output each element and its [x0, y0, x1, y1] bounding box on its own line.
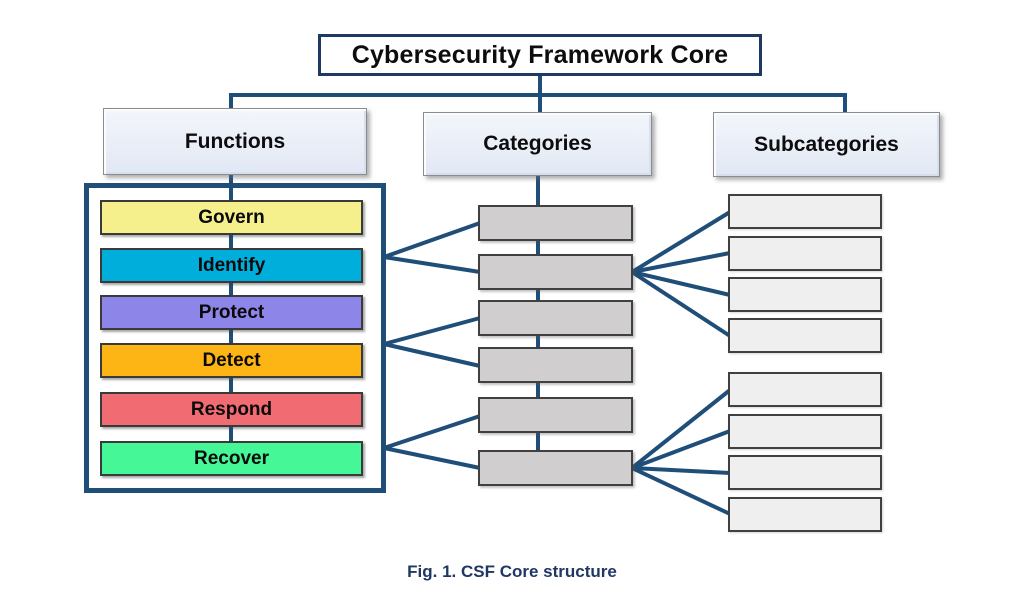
subcategory-box-6 [728, 414, 882, 449]
column-header-functions: Functions [103, 108, 367, 175]
function-box-respond: Respond [100, 392, 363, 427]
category-box-1 [478, 205, 633, 241]
function-box-identify: Identify [100, 248, 363, 283]
category-box-6 [478, 450, 633, 486]
category-box-5 [478, 397, 633, 433]
function-box-govern: Govern [100, 200, 363, 235]
category-subcategory-links [630, 210, 732, 516]
subcategory-box-8 [728, 497, 882, 532]
column-header-subcategories: Subcategories [713, 112, 940, 177]
category-box-4 [478, 347, 633, 383]
function-box-detect: Detect [100, 343, 363, 378]
figure-caption: Fig. 1. CSF Core structure [407, 562, 617, 581]
subcategory-box-1 [728, 194, 882, 229]
subcategory-box-7 [728, 455, 882, 490]
functions-group-frame [84, 183, 386, 493]
column-header-categories: Categories [423, 112, 652, 176]
subcategory-box-4 [728, 318, 882, 353]
category-box-3 [478, 300, 633, 336]
subcategory-box-5 [728, 372, 882, 407]
diagram-title: Cybersecurity Framework Core [318, 34, 762, 76]
category-box-2 [478, 254, 633, 290]
function-box-recover: Recover [100, 441, 363, 476]
function-category-links [383, 221, 481, 470]
subcategory-box-3 [728, 277, 882, 312]
function-box-protect: Protect [100, 295, 363, 330]
subcategory-box-2 [728, 236, 882, 271]
